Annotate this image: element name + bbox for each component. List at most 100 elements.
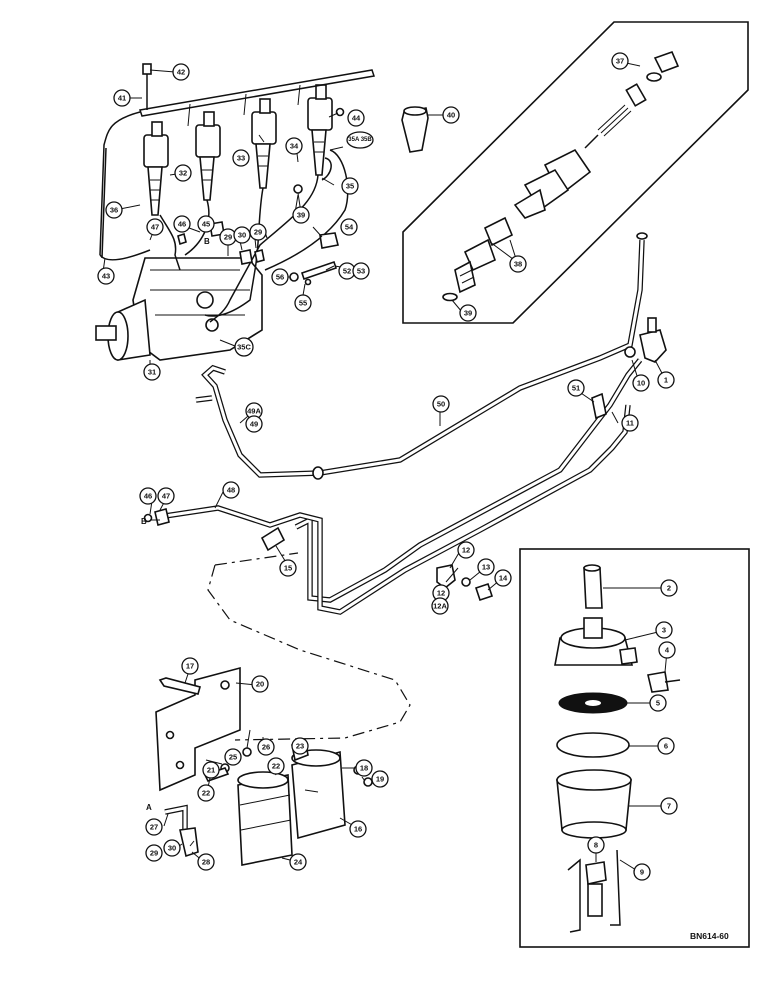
fuel-supply-lines bbox=[143, 232, 648, 615]
callout-29-b: 29 bbox=[249, 223, 267, 241]
svg-text:29: 29 bbox=[224, 233, 232, 242]
callout-13: 13 bbox=[477, 558, 495, 576]
callout-7: 7 bbox=[660, 797, 678, 815]
svg-text:20: 20 bbox=[256, 680, 264, 689]
svg-text:28: 28 bbox=[202, 858, 210, 867]
svg-text:22: 22 bbox=[202, 789, 210, 798]
callout-56: 56 bbox=[271, 268, 289, 286]
svg-text:56: 56 bbox=[276, 273, 284, 282]
svg-text:49: 49 bbox=[250, 420, 258, 429]
callout-47: 47 bbox=[146, 218, 164, 236]
svg-text:29: 29 bbox=[150, 849, 158, 858]
filter-bowl-detail-panel bbox=[519, 548, 750, 948]
callout-20: 20 bbox=[251, 675, 269, 693]
callout-47-b: 47 bbox=[157, 487, 175, 505]
svg-text:22: 22 bbox=[272, 762, 280, 771]
connection-letter-b: B bbox=[141, 517, 147, 526]
callout-31: 31 bbox=[143, 363, 161, 381]
callout-15: 15 bbox=[279, 559, 297, 577]
svg-text:3: 3 bbox=[662, 626, 666, 635]
callout-12: 12 bbox=[457, 541, 475, 559]
callout-22: 22 bbox=[267, 757, 285, 775]
svg-text:53: 53 bbox=[357, 267, 365, 276]
svg-text:19: 19 bbox=[376, 775, 384, 784]
fuel-injectors bbox=[143, 84, 333, 216]
svg-text:12A: 12A bbox=[433, 602, 447, 611]
svg-text:12: 12 bbox=[462, 546, 470, 555]
svg-text:16: 16 bbox=[354, 825, 362, 834]
svg-text:46: 46 bbox=[144, 492, 152, 501]
svg-text:11: 11 bbox=[626, 419, 634, 428]
svg-text:35C: 35C bbox=[237, 343, 251, 352]
svg-text:31: 31 bbox=[148, 368, 156, 377]
callout-22-b: 22 bbox=[197, 784, 215, 802]
svg-text:49A: 49A bbox=[247, 407, 261, 416]
callout-24: 24 bbox=[289, 853, 307, 871]
callout-1: 1 bbox=[657, 371, 675, 389]
callout-29: 29 bbox=[219, 228, 237, 246]
svg-text:18: 18 bbox=[360, 764, 368, 773]
bolts-and-nuts bbox=[142, 63, 345, 194]
svg-text:23: 23 bbox=[296, 742, 304, 751]
callout-21: 21 bbox=[202, 761, 220, 779]
svg-text:12: 12 bbox=[437, 589, 445, 598]
svg-text:43: 43 bbox=[102, 272, 110, 281]
callout-17: 17 bbox=[181, 657, 199, 675]
callout-5: 5 bbox=[649, 694, 667, 712]
svg-text:1: 1 bbox=[664, 376, 668, 385]
svg-text:32: 32 bbox=[179, 169, 187, 178]
callout-25: 25 bbox=[224, 748, 242, 766]
callout-29-c: 29 bbox=[145, 844, 163, 862]
callout-6: 6 bbox=[657, 737, 675, 755]
callout-51: 51 bbox=[567, 379, 585, 397]
svg-text:35: 35 bbox=[346, 182, 354, 191]
callout-8: 8 bbox=[587, 836, 605, 854]
callout-14: 14 bbox=[494, 569, 512, 587]
callout-33: 33 bbox=[232, 149, 250, 167]
svg-text:50: 50 bbox=[437, 400, 445, 409]
sediment-bowl-exploded-view bbox=[554, 564, 681, 933]
connection-letter-a: A bbox=[146, 803, 152, 812]
callout-38: 38 bbox=[509, 255, 527, 273]
svg-text:37: 37 bbox=[616, 57, 624, 66]
callout-40: 40 bbox=[442, 106, 460, 124]
callout-26: 26 bbox=[257, 738, 275, 756]
callout-35c: 35C bbox=[234, 337, 254, 357]
hidden-line bbox=[207, 552, 411, 741]
svg-text:17: 17 bbox=[186, 662, 194, 671]
callout-55: 55 bbox=[294, 294, 312, 312]
svg-text:39: 39 bbox=[297, 211, 305, 220]
callout-50: 50 bbox=[432, 395, 450, 413]
svg-text:48: 48 bbox=[227, 486, 235, 495]
callout-28: 28 bbox=[197, 853, 215, 871]
svg-text:10: 10 bbox=[637, 379, 645, 388]
callout-23: 23 bbox=[291, 737, 309, 755]
svg-text:35A 35B: 35A 35B bbox=[348, 137, 372, 143]
callout-41: 41 bbox=[113, 89, 131, 107]
svg-text:51: 51 bbox=[572, 384, 580, 393]
svg-text:52: 52 bbox=[343, 267, 351, 276]
callout-12a: 12A bbox=[431, 597, 449, 615]
injector-sleeve bbox=[401, 106, 429, 153]
svg-text:7: 7 bbox=[667, 802, 671, 811]
svg-text:15: 15 bbox=[284, 564, 292, 573]
callout-3: 3 bbox=[655, 621, 673, 639]
callout-30: 30 bbox=[233, 226, 251, 244]
svg-text:21: 21 bbox=[207, 766, 215, 775]
callout-10: 10 bbox=[632, 374, 650, 392]
callout-16: 16 bbox=[349, 820, 367, 838]
callout-11: 11 bbox=[621, 414, 639, 432]
leak-off-and-injection-lines bbox=[99, 69, 375, 323]
injector-detail-panel bbox=[402, 21, 749, 324]
shutoff-valve bbox=[624, 317, 667, 363]
callout-35: 35 bbox=[341, 177, 359, 195]
callout-27: 27 bbox=[145, 818, 163, 836]
svg-text:40: 40 bbox=[447, 111, 455, 120]
svg-text:8: 8 bbox=[594, 841, 598, 850]
svg-text:33: 33 bbox=[237, 154, 245, 163]
callout-49: 49 bbox=[245, 415, 263, 433]
callout-35a-35b: 35A 35B bbox=[346, 131, 374, 149]
svg-text:9: 9 bbox=[640, 868, 644, 877]
svg-text:30: 30 bbox=[238, 231, 246, 240]
